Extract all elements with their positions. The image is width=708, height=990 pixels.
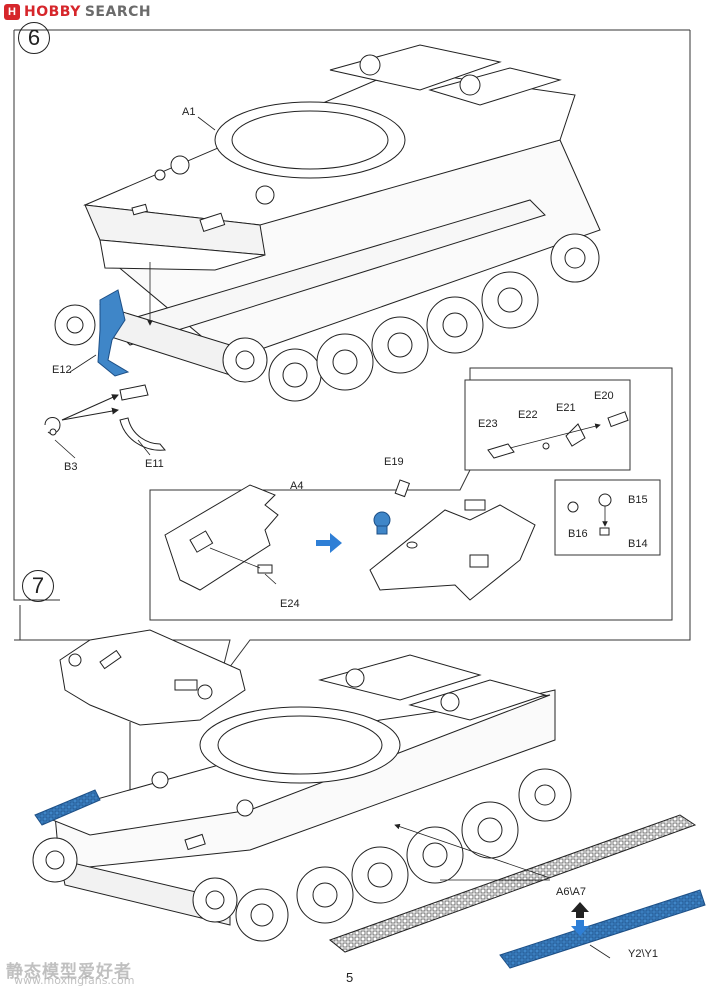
logo-word-search: SEARCH: [84, 4, 152, 20]
logo-mark: H: [4, 4, 20, 20]
hull-upper: [83, 44, 601, 376]
watermark-chinese: 静态模型爱好者: [6, 962, 132, 982]
part-label-b14: B14: [628, 538, 648, 550]
track-link-blue-front: [34, 789, 101, 826]
down-arrow: [571, 920, 589, 936]
part-label-b16: B16: [568, 528, 588, 540]
leaders-step6: [54, 116, 216, 459]
callout-box-b15: [554, 479, 661, 556]
hobbysearch-logo: H HOBBY SEARCH: [4, 3, 151, 21]
track-y2-y1-blue: [499, 889, 706, 969]
part-label-e23: E23: [478, 418, 498, 430]
track-a6-a7: [328, 814, 697, 953]
part-label-b3: B3: [64, 461, 78, 473]
blue-arrow: [316, 533, 342, 553]
part-label-a1: A1: [182, 106, 196, 118]
part-label-e20: E20: [594, 390, 614, 402]
part-label-e24: E24: [280, 598, 300, 610]
part-label-e11: E11: [145, 458, 164, 470]
part-label-a4: A4: [290, 480, 304, 492]
detail-plate-top: [59, 629, 246, 726]
watermark-url: www.moxingfans.com: [14, 974, 135, 987]
up-arrow: [571, 902, 589, 918]
step-7-number: 7: [22, 570, 54, 602]
road-wheels-upper: [54, 233, 600, 402]
part-label-b15: B15: [628, 494, 648, 506]
step-6-number: 6: [18, 22, 50, 54]
subassembly-frame: [149, 367, 673, 621]
part-label-y2-y1: Y2\Y1: [628, 948, 658, 960]
page-number: 5: [346, 970, 354, 985]
part-e12-highlight: [97, 289, 130, 377]
leaders-step7: [394, 823, 611, 959]
part-label-e22: E22: [518, 409, 538, 421]
hull-lower: [38, 654, 556, 926]
part-label-e19: E19: [384, 456, 404, 468]
part-label-a6-a7: A6\A7: [556, 886, 586, 898]
plate-a4-left: [164, 484, 279, 591]
logo-word-hobby: HOBBY: [24, 4, 81, 20]
parts-e11-b3: [44, 384, 166, 451]
parts-e20-e23: [487, 411, 629, 459]
road-wheels-lower: [32, 768, 572, 942]
plate-a4-right: [369, 479, 536, 601]
part-label-e21: E21: [556, 402, 576, 414]
part-label-e12: E12: [52, 364, 72, 376]
